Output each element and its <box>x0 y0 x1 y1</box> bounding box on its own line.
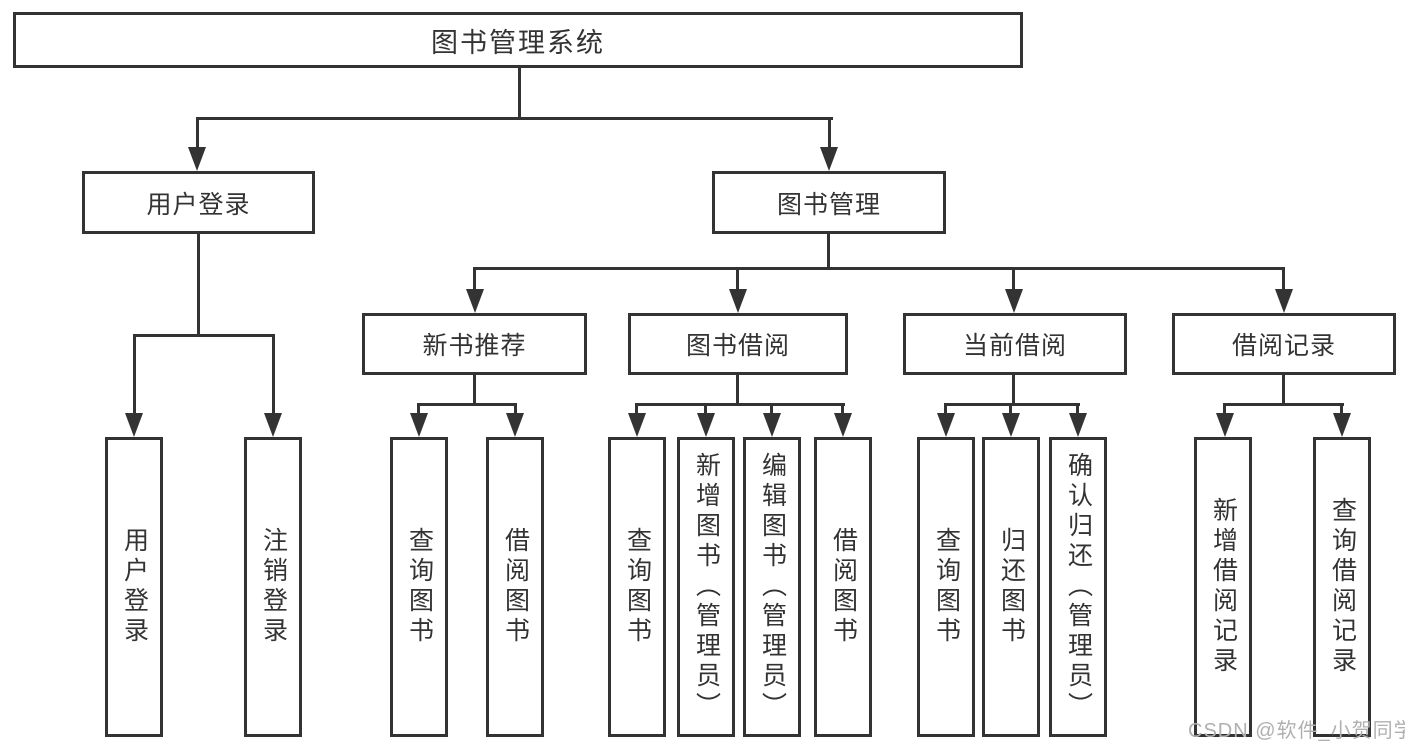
connector-hline <box>944 403 1080 406</box>
node-leaf-borrow-book: 借阅图书 <box>486 437 544 737</box>
connector-bookmgmt-hline <box>473 267 1285 270</box>
down-arrowhead <box>820 147 838 171</box>
down-arrowhead <box>697 413 715 437</box>
connector-dropline <box>1076 406 1079 413</box>
node-book-management: 图书管理 <box>712 171 946 234</box>
connector-stem <box>473 375 476 404</box>
node-leaf-add-borrow-record: 新增借阅记录 <box>1194 437 1252 737</box>
node-leaf-query-borrow-record: 查询借阅记录 <box>1313 437 1371 737</box>
csdn-watermark: CSDN @软件_小贺同学 <box>1188 720 1405 742</box>
node-leaf-borrow-book: 借阅图书 <box>814 437 872 737</box>
connector-dropline <box>944 406 947 413</box>
node-user-login: 用户登录 <box>82 171 315 234</box>
node-leaf-query-book: 查询图书 <box>917 437 975 737</box>
node-book-borrow: 图书借阅 <box>628 313 848 375</box>
connector-dropline <box>133 337 136 413</box>
connector-userlogin-hline <box>133 334 275 337</box>
node-leaf-user-login: 用户登录 <box>105 437 163 737</box>
connector-dropline <box>736 270 739 289</box>
node-new-book-recommend: 新书推荐 <box>362 313 587 375</box>
down-arrowhead <box>1275 289 1293 313</box>
node-leaf-return-book: 归还图书 <box>982 437 1040 737</box>
node-borrow-records: 借阅记录 <box>1172 313 1396 375</box>
node-leaf-query-book: 查询图书 <box>390 437 448 737</box>
down-arrowhead <box>763 413 781 437</box>
down-arrowhead <box>1069 413 1087 437</box>
connector-hline <box>1223 403 1344 406</box>
down-arrowhead <box>506 413 524 437</box>
node-leaf-add-book-admin: 新增图书（管理员） <box>677 437 735 737</box>
connector-dropline <box>417 406 420 413</box>
down-arrowhead <box>1002 413 1020 437</box>
connector-dropline <box>514 406 517 413</box>
down-arrowhead <box>729 289 747 313</box>
connector-hline <box>417 403 517 406</box>
connector-dropline <box>1012 270 1015 289</box>
connector-userlogin-stem <box>197 234 200 337</box>
connector-dropline <box>272 337 275 413</box>
connector-stem <box>736 375 739 404</box>
down-arrowhead <box>937 413 955 437</box>
connector-dropline <box>841 406 844 413</box>
down-arrowhead <box>410 413 428 437</box>
down-arrowhead <box>1005 289 1023 313</box>
connector-hline <box>635 403 845 406</box>
node-leaf-confirm-return-admin: 确认归还（管理员） <box>1049 437 1107 737</box>
down-arrowhead <box>264 413 282 437</box>
connector-bookmgmt-stem <box>827 234 830 270</box>
down-arrowhead <box>188 147 206 171</box>
connector-root-stem <box>518 68 521 120</box>
node-root-system: 图书管理系统 <box>13 12 1023 68</box>
connector-dropline <box>1340 406 1343 413</box>
down-arrowhead <box>125 413 143 437</box>
connector-dropline <box>473 270 476 289</box>
connector-dropline <box>1009 406 1012 413</box>
connector-root-hline <box>196 117 833 120</box>
down-arrowhead <box>834 413 852 437</box>
down-arrowhead <box>1216 413 1234 437</box>
node-leaf-edit-book-admin: 编辑图书（管理员） <box>743 437 801 737</box>
down-arrowhead <box>466 289 484 313</box>
connector-dropline <box>635 406 638 413</box>
connector-dropline <box>1223 406 1226 413</box>
connector-login-dropline <box>196 120 199 147</box>
connector-stem <box>1282 375 1285 404</box>
connector-dropline <box>1282 270 1285 289</box>
connector-stem <box>1012 375 1015 404</box>
node-current-borrow: 当前借阅 <box>903 313 1127 375</box>
connector-dropline <box>770 406 773 413</box>
down-arrowhead <box>1333 413 1351 437</box>
connector-manage-dropline <box>828 120 831 147</box>
down-arrowhead <box>628 413 646 437</box>
node-leaf-logout: 注销登录 <box>244 437 302 737</box>
node-leaf-query-book: 查询图书 <box>608 437 666 737</box>
connector-dropline <box>704 406 707 413</box>
